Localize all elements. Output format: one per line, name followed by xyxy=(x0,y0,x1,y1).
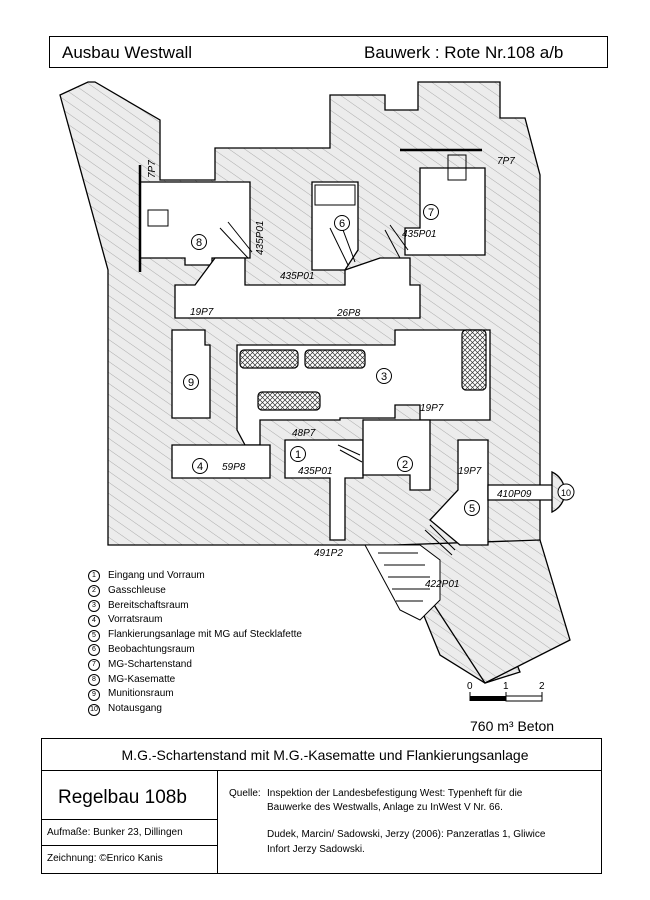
legend-item: 10 Notausgang xyxy=(88,702,302,717)
header-title: Ausbau Westwall xyxy=(62,43,193,62)
legend-item: 9 Munitionsraum xyxy=(88,687,302,702)
room-number-5: 5 xyxy=(469,503,475,515)
label-435P01-b: 435P01 xyxy=(280,271,314,282)
legend-number: 1 xyxy=(88,570,100,583)
legend-text: Gasschleuse xyxy=(108,584,166,596)
room-number-10: 10 xyxy=(561,488,571,498)
room-marker-2 xyxy=(397,456,413,472)
legend-text: Munitionsraum xyxy=(108,688,174,700)
legend-item: 1 Eingang und Vorraum xyxy=(88,569,302,584)
legend-text: MG-Kasematte xyxy=(108,673,176,685)
legend-text: MG-Schartenstand xyxy=(108,658,192,670)
legend-item: 4 Vorratsraum xyxy=(88,613,302,628)
regelbau-title: Regelbau 108b xyxy=(58,787,187,808)
label-19P7-b: 19P7 xyxy=(420,403,444,414)
source-line-3: Dudek, Marcin/ Sadowski, Jerzy (2006): P… xyxy=(267,829,546,840)
source-line-2: Bauwerke des Westwalls, Anlage zu InWest… xyxy=(267,802,503,813)
room-7 xyxy=(404,167,486,256)
legend-item: 2 Gasschleuse xyxy=(88,584,302,599)
room-number-3: 3 xyxy=(381,371,387,383)
corridor xyxy=(174,257,421,319)
room-marker-9 xyxy=(183,374,199,390)
legend-item: 7 MG-Schartenstand xyxy=(88,658,302,673)
title-block-divider xyxy=(41,770,602,771)
legend-item: 5 Flankierungsanlage mit MG auf Stecklafe… xyxy=(88,628,302,643)
label-410P09: 410P09 xyxy=(497,489,532,500)
room-number-8: 8 xyxy=(196,237,202,249)
legend-text: Bereitschaftsraum xyxy=(108,599,189,611)
room-number-9: 9 xyxy=(188,377,194,389)
label-59P8: 59P8 xyxy=(222,462,246,473)
room-marker-6 xyxy=(334,215,350,231)
room-number-7: 7 xyxy=(428,207,434,219)
scale-label-0: 0 xyxy=(467,681,473,692)
room-4 xyxy=(171,444,271,479)
interior-rooms xyxy=(139,167,556,546)
legend-number: 5 xyxy=(88,629,100,642)
legend-item: 8 MG-Kasematte xyxy=(88,673,302,688)
embrasure-details xyxy=(138,148,482,556)
zeichnung-text: Zeichnung: ©Enrico Kanis xyxy=(47,853,163,864)
legend-number: 2 xyxy=(88,585,100,598)
bunks xyxy=(239,329,487,411)
room-number-2: 2 xyxy=(402,459,408,471)
title-block-divider-3 xyxy=(41,845,217,846)
legend-text: Eingang und Vorraum xyxy=(108,570,205,581)
label-26P8: 26P8 xyxy=(336,308,361,319)
label-19P7-c: 19P7 xyxy=(458,466,482,477)
label-491P2: 491P2 xyxy=(314,548,343,559)
room-number-1: 1 xyxy=(295,449,301,461)
room-marker-8 xyxy=(191,234,207,250)
legend-number: 3 xyxy=(88,599,100,612)
room-10-marker xyxy=(557,483,575,501)
legend-text: Vorratsraum xyxy=(108,614,163,626)
room-marker-1 xyxy=(290,446,306,462)
bunker-floor-plan: 8 6 7 3 9 4 1 2 5 10 7P7 7P7 435P01 435P… xyxy=(59,81,575,702)
room-number-4: 4 xyxy=(197,461,203,473)
scale-bar xyxy=(469,692,543,702)
legend-text: Flankierungsanlage mit MG auf Stecklafet… xyxy=(108,629,302,641)
label-435P01-a: 435P01 xyxy=(255,221,266,255)
legend-text: Beobachtungsraum xyxy=(108,643,195,655)
room-marker-7 xyxy=(423,204,439,220)
source-line-4: Infort Jerzy Sadowski. xyxy=(267,844,365,855)
legend-number: 6 xyxy=(88,644,100,657)
label-48P7: 48P7 xyxy=(292,428,316,439)
label-422P01: 422P01 xyxy=(425,579,459,590)
legend-number: 10 xyxy=(88,703,100,716)
room-marker-4 xyxy=(192,458,208,474)
drawing-subtitle: M.G.-Schartenstand mit M.G.-Kasematte un… xyxy=(121,747,529,763)
legend-text: Notausgang xyxy=(108,703,162,715)
label-7P7-left: 7P7 xyxy=(147,160,158,178)
room-marker-5 xyxy=(464,500,480,516)
scale-label-2: 2 xyxy=(539,681,545,692)
room-8 xyxy=(139,181,251,266)
title-block xyxy=(41,738,602,874)
title-block-vertical-divider xyxy=(217,770,218,874)
label-435P01-c: 435P01 xyxy=(402,229,436,240)
title-block-divider-2 xyxy=(41,819,217,820)
legend-item: 3 Bereitschaftsraum xyxy=(88,599,302,614)
source-line-1: Inspektion der Landesbefestigung West: T… xyxy=(267,788,523,799)
header-box xyxy=(49,36,608,68)
header-structure-number: Bauwerk : Rote Nr.108 a/b xyxy=(364,43,564,62)
entrance-staircase xyxy=(364,544,441,621)
legend-number: 9 xyxy=(88,688,100,701)
room-5 xyxy=(429,439,489,546)
label-19P7-a: 19P7 xyxy=(190,307,214,318)
legend: 1 Eingang und Vorraum 2 Gasschleuse 3 Berei… xyxy=(88,569,302,717)
scale-label-1: 1 xyxy=(503,681,509,692)
source-label: Quelle: xyxy=(229,788,261,799)
label-435P01-d: 435P01 xyxy=(298,466,332,477)
room-marker-3 xyxy=(376,368,392,384)
aufmasse-text: Aufmaße: Bunker 23, Dillingen xyxy=(47,827,183,838)
legend-item: 6 Beobachtungsraum xyxy=(88,643,302,658)
room-2 xyxy=(362,419,431,491)
room-number-6: 6 xyxy=(339,218,345,230)
legend-number: 7 xyxy=(88,659,100,672)
concrete-volume: 760 m³ Beton xyxy=(470,718,555,734)
legend-number: 8 xyxy=(88,673,100,686)
legend-number: 4 xyxy=(88,614,100,627)
label-7P7-right: 7P7 xyxy=(497,156,515,167)
